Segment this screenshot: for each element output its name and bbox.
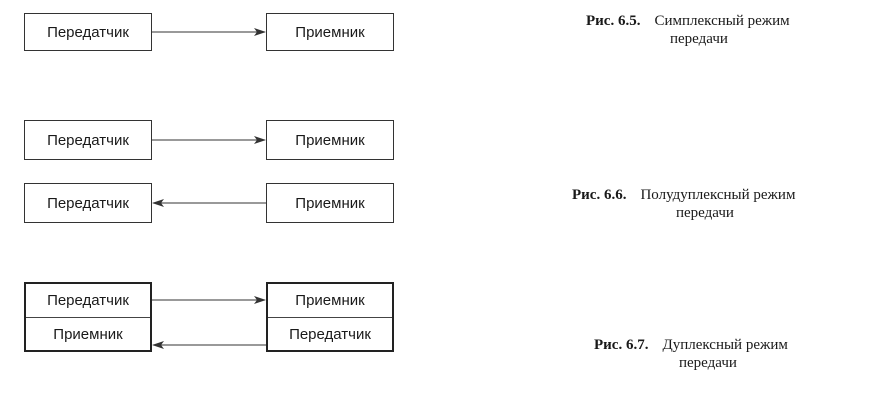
fig67-caption-title-line2: передачи	[679, 355, 737, 371]
fig66-caption-title-line2: передачи	[676, 205, 734, 221]
fig67-caption: Рис. 6.7. Дуплексный режим передачи	[594, 336, 788, 372]
fig65-caption-number: Рис. 6.5.	[586, 13, 641, 29]
fig66-transmitter-box-top: Передатчик	[24, 120, 152, 160]
fig66-transmitter-box-bottom: Передатчик	[24, 183, 152, 223]
fig65-receiver-box: Приемник	[266, 13, 394, 51]
fig66-receiver-label-top: Приемник	[295, 131, 365, 149]
fig65-caption-title-line2: передачи	[670, 31, 728, 47]
fig65-caption-title-line1: Симплексный режим	[654, 13, 790, 29]
fig66-receiver-box-bottom: Приемник	[266, 183, 394, 223]
fig67-caption-title-line1: Дуплексный режим	[662, 337, 788, 353]
fig67-left-receiver-label: Приемник	[53, 325, 123, 343]
fig65-transmitter-box: Передатчик	[24, 13, 152, 51]
fig65-transmitter-label: Передатчик	[47, 23, 129, 41]
fig67-left-transmitter-label: Передатчик	[47, 292, 129, 309]
fig66-receiver-label-bottom: Приемник	[295, 194, 365, 212]
fig66-caption-title-line1: Полудуплексный режим	[640, 187, 796, 203]
fig66-caption-number: Рис. 6.6.	[572, 187, 627, 203]
fig66-transmitter-label-bottom: Передатчик	[47, 194, 129, 212]
fig66-caption: Рис. 6.6. Полудуплексный режим передачи	[572, 186, 795, 222]
fig66-transmitter-label-top: Передатчик	[47, 131, 129, 149]
fig67-left-station: Передатчик Приемник	[24, 282, 152, 352]
fig67-right-transmitter-cell: Передатчик	[268, 318, 392, 350]
fig67-right-receiver-cell: Приемник	[268, 284, 392, 318]
fig67-right-receiver-label: Приемник	[295, 292, 365, 309]
fig67-left-receiver-cell: Приемник	[26, 318, 150, 350]
fig67-right-station: Приемник Передатчик	[266, 282, 394, 352]
fig67-left-transmitter-cell: Передатчик	[26, 284, 150, 318]
fig67-caption-number: Рис. 6.7.	[594, 337, 649, 353]
fig65-receiver-label: Приемник	[295, 23, 365, 41]
fig66-receiver-box-top: Приемник	[266, 120, 394, 160]
fig65-caption: Рис. 6.5. Симплексный режим передачи	[586, 12, 790, 48]
fig67-right-transmitter-label: Передатчик	[289, 325, 371, 343]
